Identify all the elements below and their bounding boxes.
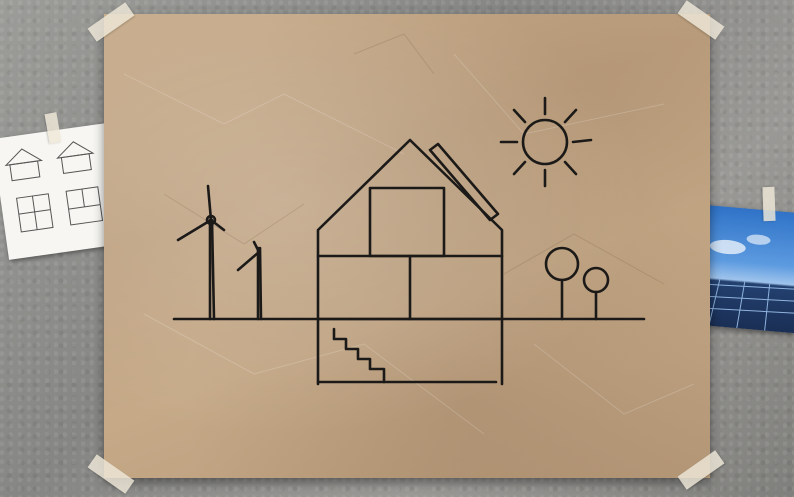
turbine-blade [208,186,211,220]
roof-solar-panel [430,144,498,220]
turbine-blade [178,220,211,240]
tree-icon [546,248,578,319]
sun-icon [501,98,591,186]
tree-icon [584,268,608,319]
mini-house-1 [10,161,40,181]
mini-house-2 [61,154,91,174]
house-sketch [318,140,502,384]
stairs-icon [334,329,384,382]
wind-turbine-icon [178,186,224,319]
attic-room [370,188,444,256]
tape-photo [762,187,775,221]
eco-house-sketch [104,14,710,478]
turbine-blade [238,252,259,270]
wind-turbine-icon [238,242,261,319]
crumpled-paper [104,14,710,478]
